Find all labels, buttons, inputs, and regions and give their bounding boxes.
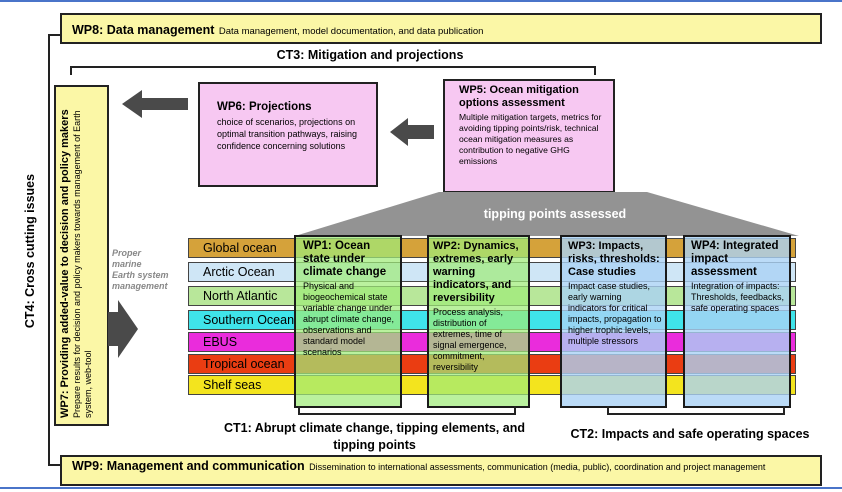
proper-line3: Earth system — [112, 270, 169, 280]
region-tropical-ocean-label: Tropical ocean — [203, 357, 285, 371]
ct1-bracket-right — [514, 406, 516, 415]
wp5-box: WP5: Ocean mitigation options assessment… — [443, 79, 615, 193]
tipping-points-label: tipping points assessed — [483, 207, 627, 221]
ct3-bracket-right — [594, 66, 596, 75]
wp4-column: WP4: Integrated impact assessment Integr… — [683, 235, 791, 408]
ct3-bracket-left — [70, 66, 72, 75]
bottom-rule — [0, 487, 842, 489]
ct2-label: CT2: Impacts and safe operating spaces — [570, 427, 810, 441]
proper-line1: Proper — [112, 248, 142, 258]
region-southern-ocean-label: Southern Ocean — [203, 313, 295, 327]
region-global-ocean-label: Global ocean — [203, 241, 277, 255]
region-ebus-label: EBUS — [203, 335, 238, 349]
proper-line4: management — [112, 281, 168, 291]
arrow-left-icon — [122, 90, 188, 118]
wp3-title: WP3: Impacts, risks, thresholds: Case st… — [568, 240, 660, 278]
wp9-box: WP9: Management and communication Dissem… — [60, 455, 822, 486]
wp4-description: Integration of impacts: Thresholds, feed… — [691, 281, 785, 313]
wp4-title: WP4: Integrated impact assessment — [691, 240, 779, 278]
wp7-description: Prepare results for decision and policy … — [72, 110, 93, 418]
wp3-description: Impact case studies, early warning indic… — [568, 281, 662, 346]
ct2-bracket-right — [783, 406, 785, 415]
ct4-label: CT4: Cross cutting issues — [23, 173, 37, 329]
ct1-bracket-horizontal — [298, 413, 516, 415]
tipping-points-banner — [295, 192, 799, 236]
wp2-column: WP2: Dynamics, extremes, early warning i… — [427, 235, 530, 408]
wp7-box: WP7: Providing added-value to decision a… — [54, 85, 109, 426]
ct3-bracket-horizontal — [70, 66, 596, 68]
ct1-label: CT1: Abrupt climate change, tipping elem… — [224, 421, 525, 452]
wp2-title: WP2: Dynamics, extremes, early warning i… — [433, 240, 519, 304]
proper-line2: marine — [112, 259, 142, 269]
wp5-title: WP5: Ocean mitigation options assessment — [459, 84, 579, 109]
region-arctic-ocean-label: Arctic Ocean — [203, 265, 275, 279]
wp7-content: WP7: Providing added-value to decision a… — [56, 87, 107, 424]
wp8-box: WP8: Data management Data management, mo… — [60, 13, 822, 44]
wp9-description: Dissemination to international assessmen… — [309, 462, 766, 472]
wp2-description: Process analysis, distribution of extrem… — [433, 307, 507, 372]
ct4-bracket-bottom — [48, 464, 60, 466]
wp1-description: Physical and biogeochemical state variab… — [303, 281, 395, 357]
region-north-atlantic-label: North Atlantic — [203, 289, 278, 303]
region-shelf-seas-label: Shelf seas — [203, 378, 262, 392]
wp1-column: WP1: Ocean state under climate change Ph… — [294, 235, 402, 408]
wp9-title: WP9: Management and communication — [72, 459, 305, 473]
ct4-bracket-vertical — [48, 34, 50, 466]
arrow-right-icon — [108, 300, 138, 358]
wp8-title: WP8: Data management — [72, 23, 215, 37]
wp6-title: WP6: Projections — [217, 101, 312, 113]
wp1-title: WP1: Ocean state under climate change — [303, 240, 387, 278]
proper-management-label: Proper marine Earth system management — [112, 248, 192, 292]
wp7-title: WP7: Providing added-value to decision a… — [59, 109, 71, 418]
ct2-bracket-horizontal — [607, 413, 785, 415]
wp3-column: WP3: Impacts, risks, thresholds: Case st… — [560, 235, 667, 408]
wp5-description: Multiple mitigation targets, metrics for… — [459, 112, 602, 166]
ct2-bracket-left — [607, 406, 609, 415]
ct1-bracket-left — [298, 406, 300, 415]
wp6-box: WP6: Projections choice of scenarios, pr… — [198, 82, 378, 187]
wp8-description: Data management, model documentation, an… — [218, 26, 484, 37]
ct3-label: CT3: Mitigation and projections — [276, 48, 464, 62]
arrow-left-small-icon — [390, 118, 434, 146]
top-rule — [0, 0, 842, 2]
ct4-bracket-top — [48, 34, 60, 36]
wp6-description: choice of scenarios, projections on opti… — [217, 117, 358, 151]
